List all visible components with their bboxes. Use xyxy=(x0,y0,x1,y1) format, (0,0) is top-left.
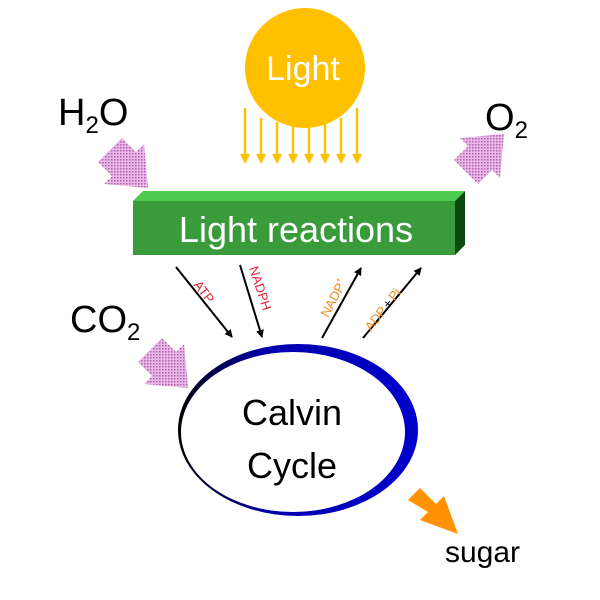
carrier-arrows xyxy=(175,264,422,339)
nadph-arrow xyxy=(239,264,264,338)
oxygen-output-arrow xyxy=(454,134,504,184)
sugar-label: sugar xyxy=(445,536,520,569)
nadph-label: NADPH xyxy=(246,264,274,312)
light-reactions-box: Light reactions xyxy=(133,191,465,255)
light-reactions-label: Light reactions xyxy=(179,209,413,250)
water-label: H2O xyxy=(58,92,128,139)
sun: Light xyxy=(240,8,365,164)
atp-label: ATP xyxy=(191,278,218,306)
sun-label: Light xyxy=(266,50,340,88)
water-input-arrow xyxy=(98,138,148,188)
co2-input-arrow xyxy=(138,338,188,388)
light-rays xyxy=(240,108,362,164)
nadp-arrow xyxy=(321,267,362,339)
sun-circle xyxy=(245,8,365,128)
sugar-output-arrow xyxy=(408,488,458,534)
calvin-label-line2: Cycle xyxy=(247,445,337,486)
co2-label: CO2 xyxy=(70,299,140,346)
calvin-label-line1: Calvin xyxy=(242,392,342,433)
oxygen-label: O2 xyxy=(485,97,528,144)
adp-arrow xyxy=(362,267,422,339)
calvin-cycle: Calvin Cycle xyxy=(178,344,418,516)
atp-arrow xyxy=(175,266,233,338)
adp-pi-label: ADP+Pi xyxy=(362,285,405,334)
